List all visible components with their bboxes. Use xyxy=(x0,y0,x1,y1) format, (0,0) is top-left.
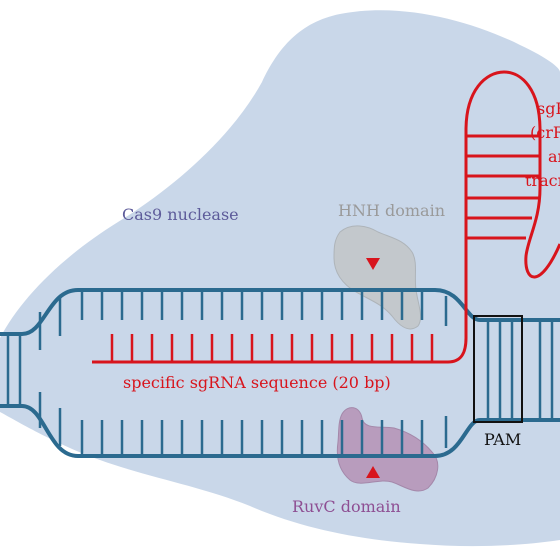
bottom-strand-ticks xyxy=(38,392,448,456)
sgrna-hairpin-loop xyxy=(464,70,560,279)
dna-backbone xyxy=(0,288,560,458)
sgrna-sequence-label: specific sgRNA sequence (20 bp) xyxy=(123,373,391,392)
pam-label: PAM xyxy=(484,430,521,449)
sgrna-guide-ticks xyxy=(110,334,434,362)
sgrna-hairpin-rungs xyxy=(466,134,540,240)
dna-bottom-strand xyxy=(0,404,560,458)
dna-flank-rungs xyxy=(6,320,554,420)
sgrna-side-line-3: an xyxy=(548,147,560,166)
sgrna-guide-line xyxy=(92,130,468,364)
top-strand-ticks xyxy=(38,290,448,350)
sgrna-side-line-2: (crR xyxy=(530,123,560,142)
hnh-domain-shape xyxy=(333,225,422,330)
sgrna-strand xyxy=(92,70,560,364)
ruvc-domain-label: RuvC domain xyxy=(292,497,401,516)
dna-top-strand xyxy=(0,288,560,336)
hnh-domain-label: HNH domain xyxy=(338,201,445,220)
pam-box xyxy=(473,315,523,423)
sgrna-side-line-1: sgR xyxy=(537,99,560,118)
cas9-label: Cas9 nuclease xyxy=(122,205,239,224)
sgrna-side-line-4: tracrR xyxy=(525,171,560,190)
ruvc-cleavage-marker-icon xyxy=(366,466,380,478)
hnh-cleavage-marker-icon xyxy=(366,258,380,270)
cas9-protein-shape xyxy=(0,10,560,547)
